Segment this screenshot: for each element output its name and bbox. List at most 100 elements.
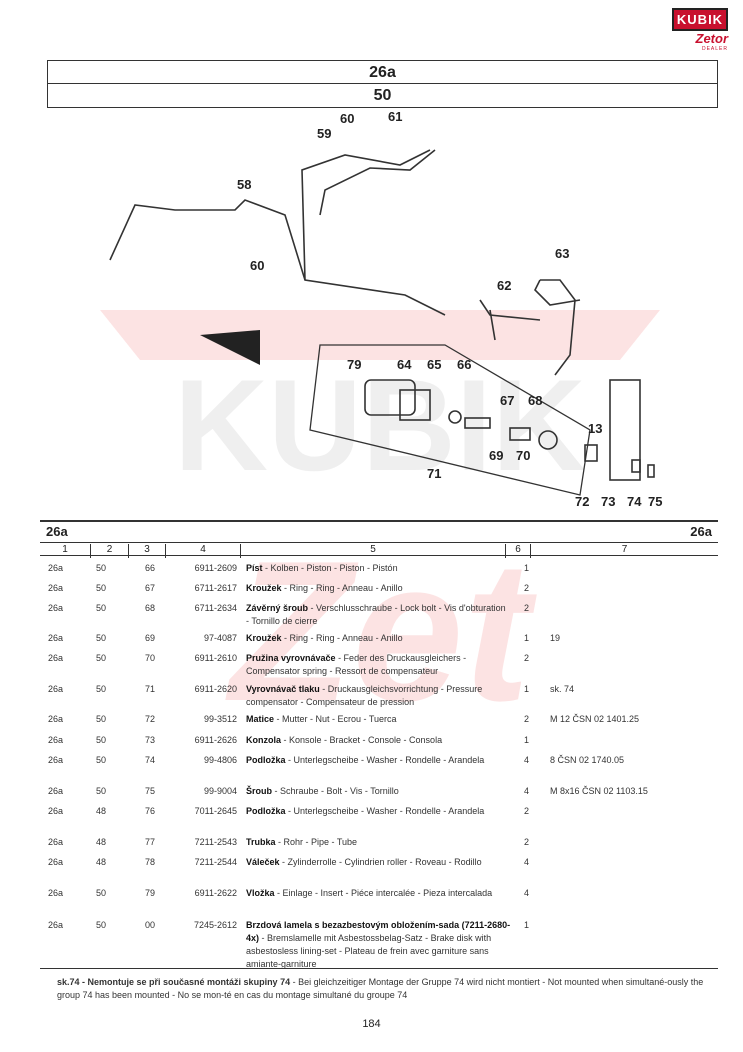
page-number: 184 [362, 1018, 381, 1030]
subgroup-title: 50 [373, 87, 392, 104]
cell-quantity: 2 [524, 714, 530, 724]
cell-description: Brzdová lamela s bezazbestovým obložením… [246, 919, 511, 971]
cell-description: Závěrný šroub - Verschlusschraube - Lock… [246, 602, 511, 628]
callout-72: 72 [575, 494, 589, 509]
cell-quantity: 1 [524, 920, 530, 930]
callout-68: 68 [528, 393, 542, 408]
cell-position: 66 [145, 563, 156, 573]
cell-description: Vložka - Einlage - Insert - Piéce interc… [246, 887, 511, 900]
cell-part-number: 7011-2645 [194, 806, 237, 816]
part-translations: - Unterlegscheibe - Washer - Rondelle - … [285, 755, 485, 765]
cell-quantity: 2 [524, 603, 530, 613]
cell-quantity: 4 [524, 888, 530, 898]
part-name: Konzola [246, 735, 281, 745]
cell-quantity: 2 [524, 583, 530, 593]
part-translations: - Rohr - Pipe - Tube [275, 837, 358, 847]
cell-description: Kroužek - Ring - Ring - Anneau - Anillo [246, 582, 511, 595]
cell-quantity: 2 [524, 837, 530, 847]
callout-71: 71 [427, 466, 441, 481]
callout-60: 60 [340, 111, 354, 126]
cell-quantity: 4 [524, 857, 530, 867]
cell-quantity: 1 [524, 633, 530, 643]
cell-position: 00 [145, 920, 156, 930]
part-name: Závěrný šroub [246, 603, 309, 613]
cell-subgroup: 50 [96, 755, 107, 765]
cell-group: 26a [48, 888, 64, 898]
cell-group: 26a [48, 806, 64, 816]
callout-64: 64 [397, 357, 412, 372]
cell-part-number: 7211-2544 [194, 857, 237, 867]
part-translations: - Schraube - Bolt - Vis - Tornillo [272, 786, 399, 796]
callout-66: 66 [457, 357, 471, 372]
part-name: Brzdová lamela s bezazbestovým obložením… [246, 920, 511, 943]
cell-quantity: 1 [524, 735, 530, 745]
cell-group: 26a [48, 563, 64, 573]
cell-description: Konzola - Konsole - Bracket - Console - … [246, 734, 511, 747]
callout-75: 75 [648, 494, 662, 509]
part-translations: - Unterlegscheibe - Washer - Rondelle - … [285, 806, 485, 816]
cell-subgroup: 50 [96, 786, 107, 796]
cell-position: 75 [145, 786, 156, 796]
cell-part-number: 7211-2543 [194, 837, 237, 847]
cell-position: 73 [145, 735, 156, 745]
cell-group: 26a [48, 633, 64, 643]
cell-position: 69 [145, 633, 156, 643]
cell-note: sk. 74 [550, 684, 575, 694]
cell-description: Vyrovnávač tlaku - Druckausgleichsvorric… [246, 683, 511, 709]
cell-description: Váleček - Zylinderrolle - Cylindrien rol… [246, 856, 511, 869]
part-translations: - Ring - Ring - Anneau - Anillo [281, 583, 403, 593]
cell-part-number: 6711-2634 [194, 603, 237, 613]
part-name: Matice [246, 714, 275, 724]
footnote: sk.74 - Nemontuje se při současné montáž… [57, 976, 727, 1002]
cell-description: Píst - Kolben - Piston - Piston - Pistón [246, 562, 511, 575]
column-header-2: 2 [90, 544, 128, 558]
cell-part-number: 99-4806 [203, 755, 237, 765]
callout-70: 70 [516, 448, 530, 463]
part-name: Vložka [246, 888, 275, 898]
cell-subgroup: 50 [96, 563, 107, 573]
cell-subgroup: 48 [96, 837, 107, 847]
cell-group: 26a [48, 857, 64, 867]
footnote-text: - Bei gleichzeitiger Montage der Gruppe … [57, 977, 704, 1000]
cell-quantity: 4 [524, 786, 530, 796]
svg-text:KUBIK: KUBIK [174, 352, 586, 498]
cell-part-number: 6911-2609 [194, 563, 237, 573]
callout-63: 63 [555, 246, 569, 261]
group-title: 26a [48, 61, 717, 84]
cell-position: 78 [145, 857, 156, 867]
cell-part-number: 99-3512 [203, 714, 237, 724]
cell-part-number: 6911-2610 [194, 653, 237, 663]
column-header-3: 3 [128, 544, 165, 558]
cell-group: 26a [48, 735, 64, 745]
part-translations: - Einlage - Insert - Piéce intercalée - … [274, 888, 493, 898]
part-name: Pružina vyrovnávače [246, 653, 336, 663]
cell-subgroup: 50 [96, 633, 107, 643]
part-name: Kroužek [246, 633, 282, 643]
cell-quantity: 4 [524, 755, 530, 765]
cell-subgroup: 50 [96, 735, 107, 745]
cell-position: 76 [145, 806, 156, 816]
cell-subgroup: 48 [96, 857, 107, 867]
cell-group: 26a [48, 653, 64, 663]
cell-group: 26a [48, 755, 64, 765]
cell-position: 74 [145, 755, 156, 765]
cell-position: 77 [145, 837, 156, 847]
part-name: Vyrovnávač tlaku [246, 684, 320, 694]
cell-quantity: 2 [524, 806, 530, 816]
column-header-1: 1 [62, 544, 68, 555]
part-translations: - Kolben - Piston - Piston - Pistón [262, 563, 398, 573]
cell-position: 79 [145, 888, 156, 898]
column-header-7: 7 [530, 544, 718, 558]
cell-subgroup: 50 [96, 888, 107, 898]
part-translations: - Zylinderrolle - Cylindrien roller - Ro… [279, 857, 482, 867]
cell-subgroup: 50 [96, 583, 107, 593]
cell-description: Pružina vyrovnávače - Feder des Druckaus… [246, 652, 511, 678]
part-translations: - Ring - Ring - Anneau - Anillo [281, 633, 403, 643]
part-name: Píst [246, 563, 263, 573]
column-header-6: 6 [505, 544, 530, 558]
callout-58: 58 [237, 177, 251, 192]
cell-part-number: 7245-2612 [193, 920, 237, 930]
callout-79: 79 [347, 357, 361, 372]
